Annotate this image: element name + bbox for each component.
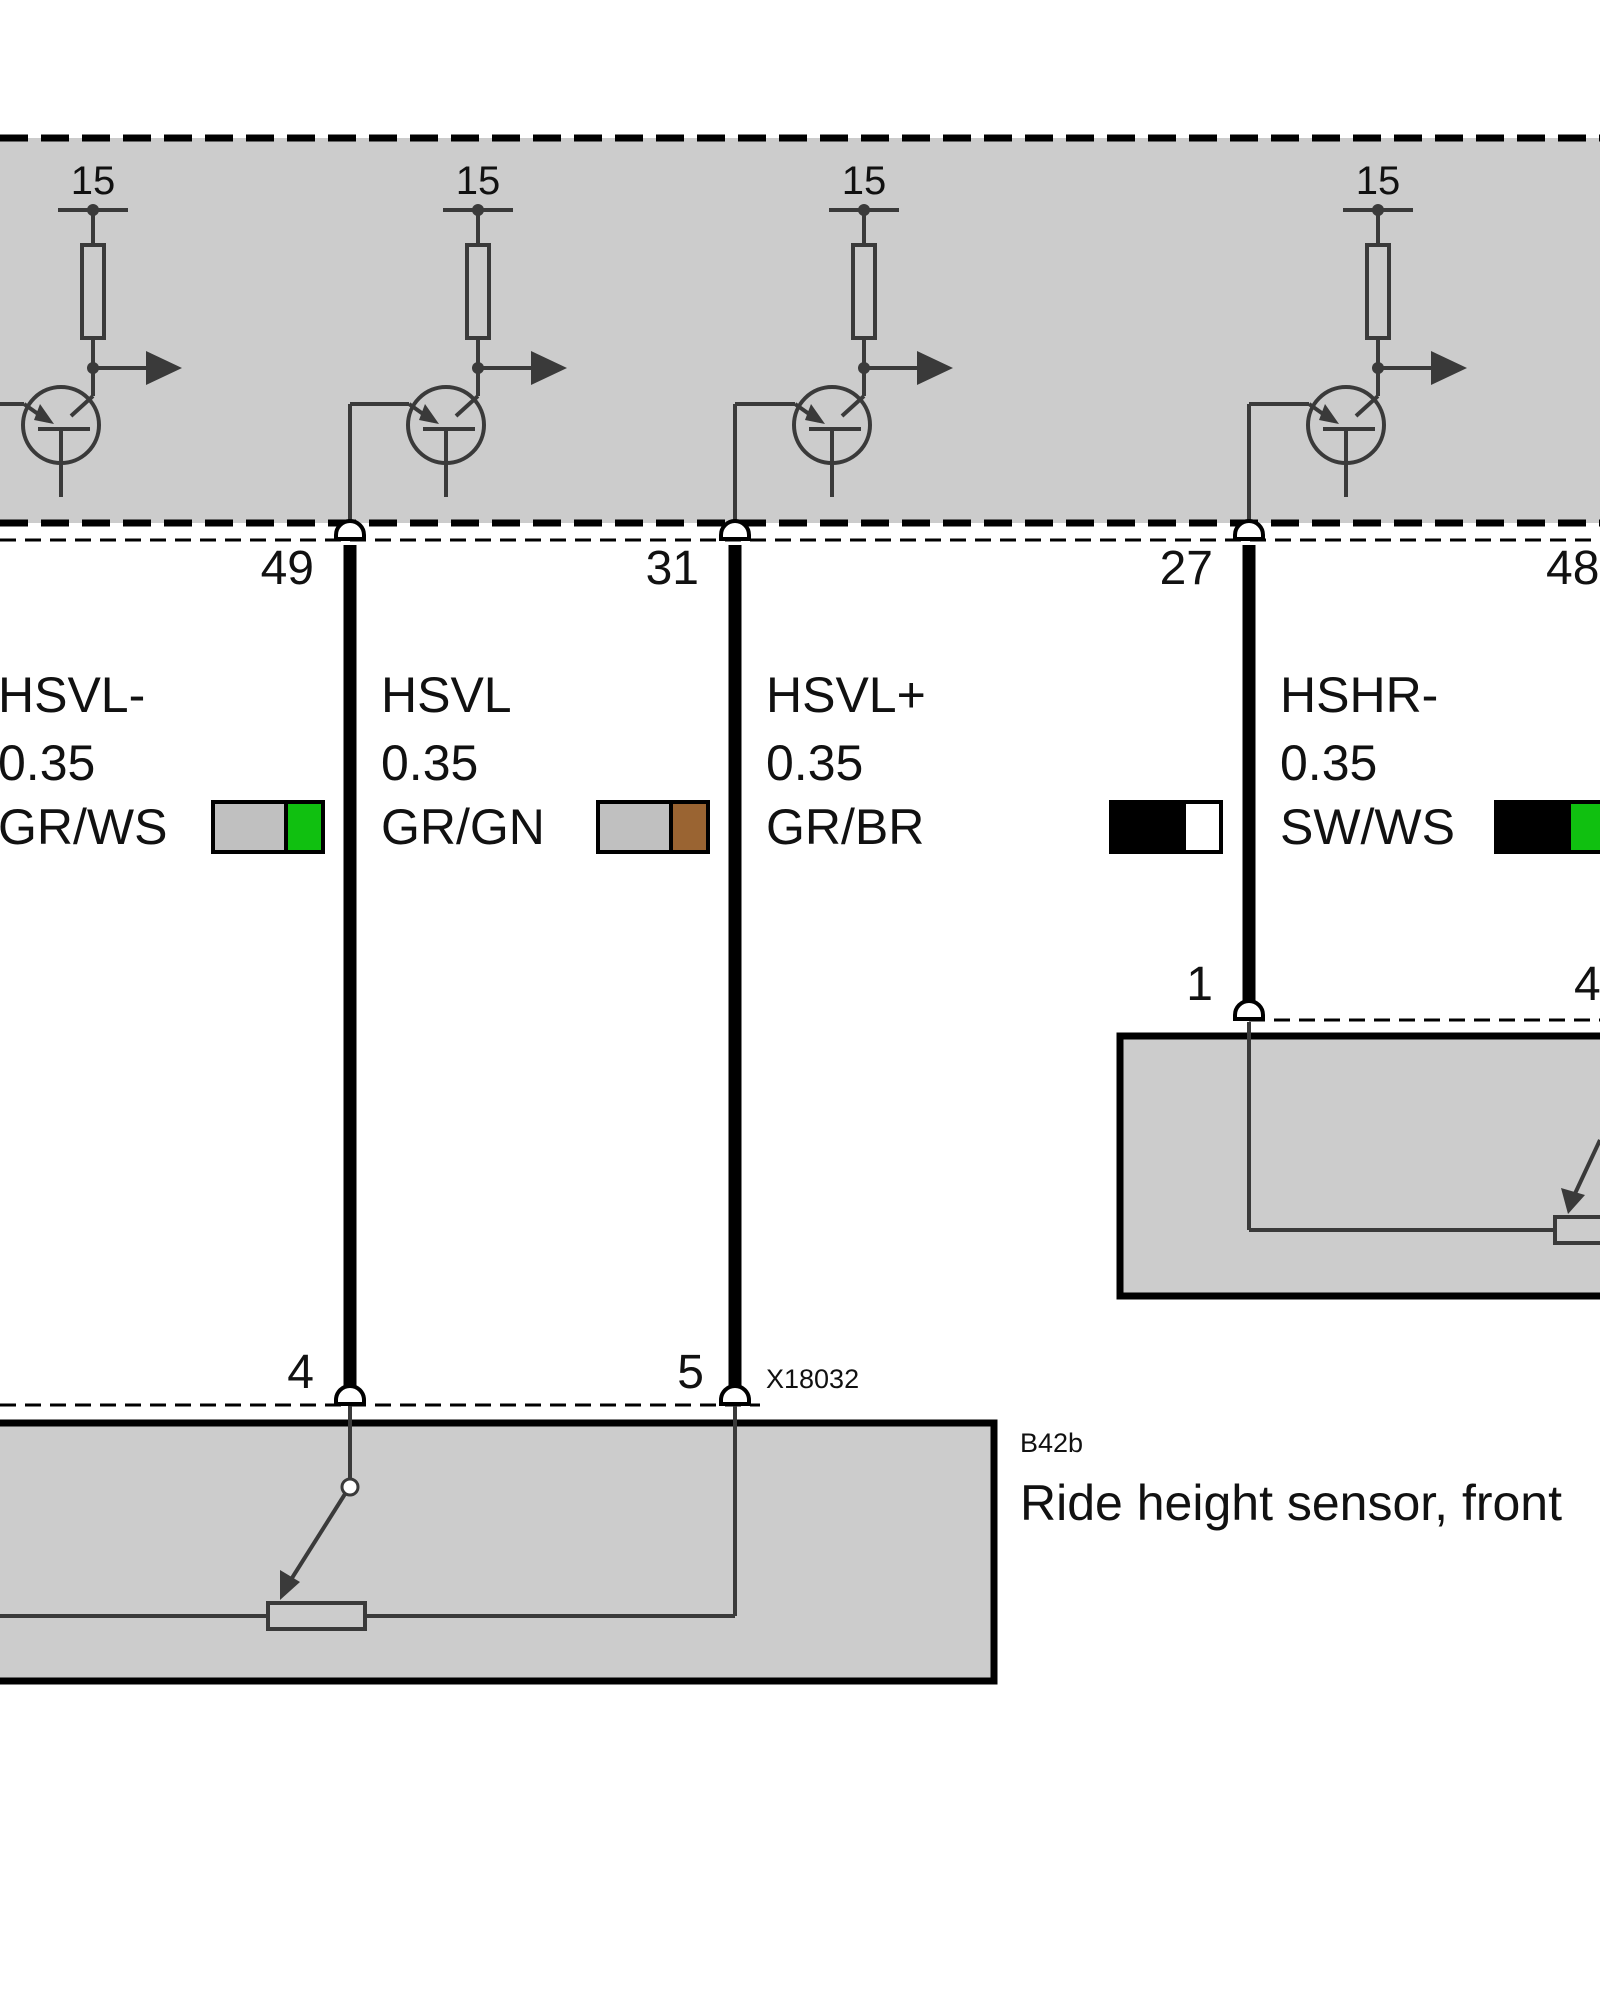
signal-name: HSVL- [0, 667, 145, 723]
pin-terminal [334, 519, 366, 541]
pin-terminal [719, 1384, 751, 1406]
wiper-arrow-icon [1561, 1188, 1585, 1214]
wire-color-swatch-primary [1109, 800, 1186, 854]
output-arrow-icon [531, 351, 567, 385]
wire-cross-section: 0.35 [766, 735, 863, 791]
transistor-stage-2: 15 [348, 159, 567, 534]
pin-number: 1 [1186, 958, 1213, 1011]
wire-label-1: HSVL- 0.35 GR/WS [0, 667, 325, 855]
pin-number: 4 [1574, 958, 1600, 1011]
supply-label: 15 [71, 159, 116, 203]
pin-terminal [334, 1384, 366, 1406]
wire-color-swatch-primary [1494, 800, 1571, 854]
wire-label-4: HSHR- 0.35 SW/WS [1280, 667, 1600, 855]
front-sensor: 4 5 X18032 B42b Ride height sensor, fron… [0, 1346, 1562, 1685]
transistor-stage-1: 15 [0, 159, 182, 497]
wire-cross-section: 0.35 [381, 735, 478, 791]
wire-color-code: GR/WS [0, 799, 167, 855]
rear-sensor: 1 4 [1116, 958, 1600, 1300]
wiper-arrow-icon [280, 1570, 300, 1600]
pin-terminal [719, 519, 751, 541]
wire-cross-section: 0.35 [0, 735, 95, 791]
potentiometer-icon [1553, 1215, 1600, 1245]
pin-number: 4 [287, 1346, 314, 1399]
wire-color-swatch-primary [596, 800, 673, 854]
output-arrow-icon [146, 351, 182, 385]
potentiometer-icon [266, 1601, 367, 1631]
wire-color-swatch-secondary [1182, 800, 1223, 854]
wire-color-swatch-secondary [669, 800, 710, 854]
pin-number: 27 [1160, 542, 1213, 595]
connector-id: X18032 [766, 1364, 859, 1394]
wire-label-3: HSVL+ 0.35 GR/BR [766, 667, 1223, 855]
supply-label: 15 [842, 159, 887, 203]
supply-label: 15 [456, 159, 501, 203]
component-code: B42b [1020, 1428, 1083, 1458]
output-arrow-icon [1431, 351, 1467, 385]
pin-number: 31 [646, 542, 699, 595]
supply-label: 15 [1356, 159, 1401, 203]
pin-terminal [1233, 999, 1265, 1021]
pin-number: 49 [261, 542, 314, 595]
wire-color-swatch-secondary [1567, 800, 1600, 854]
wire-color-swatch-secondary [284, 800, 325, 854]
front-sensor-body [0, 1419, 998, 1685]
wire-cross-section: 0.35 [1280, 735, 1377, 791]
pin-terminal [1233, 519, 1265, 541]
wire-label-2: HSVL 0.35 GR/GN [381, 667, 710, 855]
signal-name: HSVL [381, 667, 512, 723]
wire-color-code: SW/WS [1280, 799, 1455, 855]
pin-number: 5 [677, 1346, 704, 1399]
rear-sensor-body [1116, 1032, 1600, 1300]
output-arrow-icon [917, 351, 953, 385]
component-name: Ride height sensor, front [1020, 1475, 1562, 1531]
wires [343, 545, 1256, 1396]
wire-color-swatch-primary [211, 800, 288, 854]
pin-number: 48 [1546, 542, 1599, 595]
control-unit-pins: 49 31 27 48 [261, 519, 1599, 595]
control-unit: 15 15 [0, 134, 1600, 542]
transistor-stage-4: 15 [1247, 159, 1467, 534]
wire-color-code: GR/GN [381, 799, 545, 855]
transistor-stage-3: 15 [733, 159, 953, 534]
signal-name: HSHR- [1280, 667, 1438, 723]
wire-color-code: GR/BR [766, 799, 924, 855]
signal-name: HSVL+ [766, 667, 926, 723]
pivot-icon [340, 1477, 360, 1497]
